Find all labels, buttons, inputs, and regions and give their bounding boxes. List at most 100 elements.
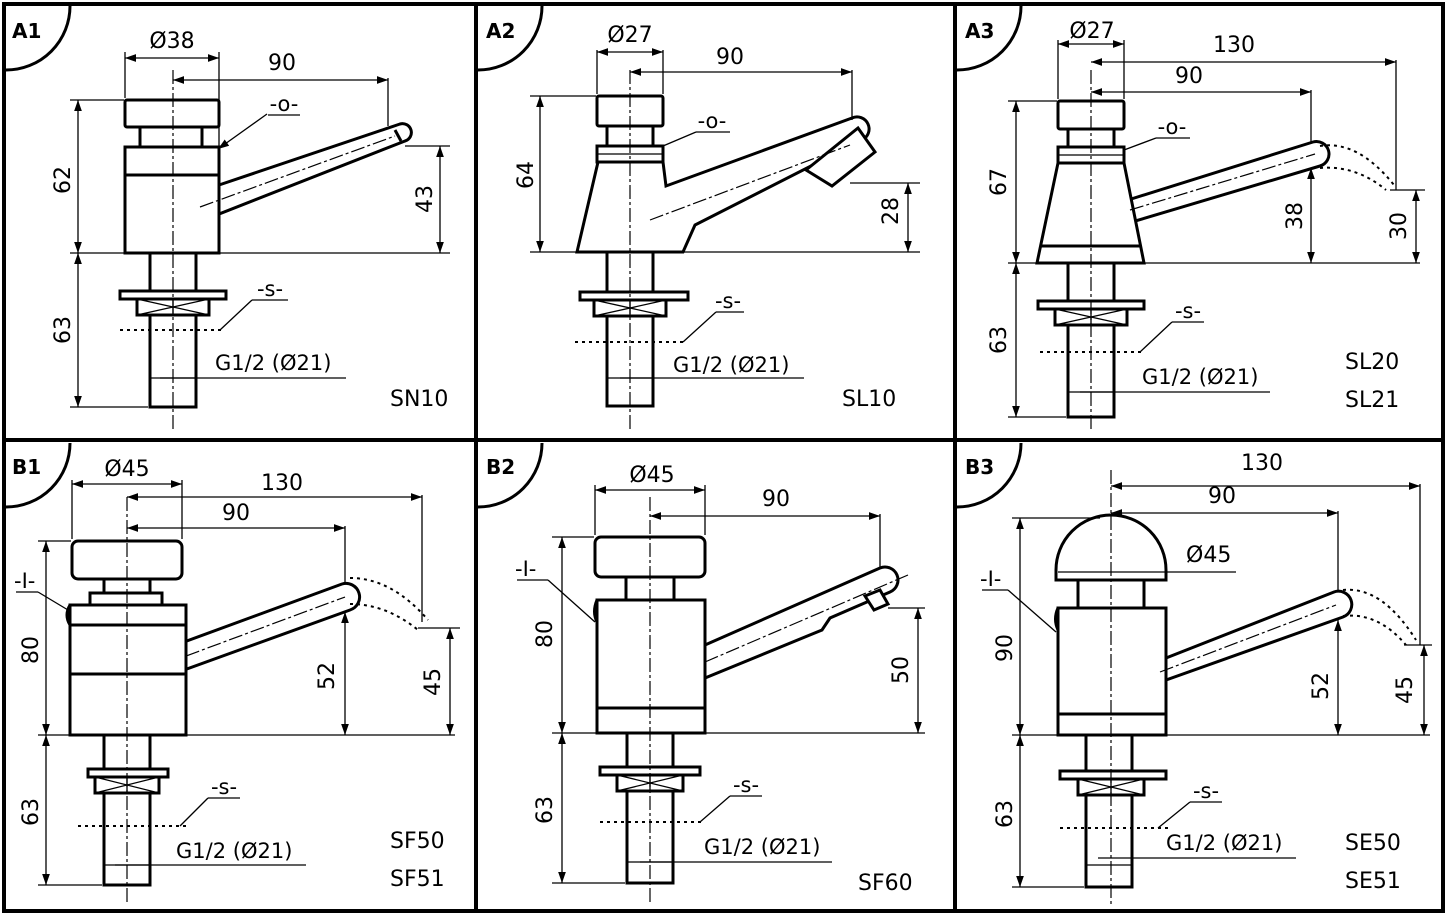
thread-spec: G1/2 (Ø21) bbox=[1166, 831, 1282, 855]
valve-body bbox=[123, 145, 221, 255]
body-groove bbox=[1054, 607, 1060, 631]
leader-line bbox=[219, 299, 253, 331]
panel-tag-arc bbox=[956, 5, 1023, 72]
spout bbox=[217, 122, 413, 217]
dim-tail: 63 bbox=[533, 796, 558, 824]
alt-spout-outline bbox=[1342, 588, 1417, 641]
panel-tag-arc bbox=[477, 442, 544, 509]
callout-seal: -s- bbox=[733, 773, 759, 797]
dim-alt-height: 45 bbox=[421, 668, 446, 696]
model-code: SE51 bbox=[1345, 869, 1401, 894]
thread-spec: G1/2 (Ø21) bbox=[1142, 365, 1258, 389]
leader-line bbox=[37, 591, 69, 611]
leader-line bbox=[179, 797, 209, 827]
panel-b3: B3 130 90 Ø45 90 52 45 bbox=[956, 442, 1432, 905]
body-groove bbox=[65, 604, 72, 626]
dim-tail: 63 bbox=[19, 798, 44, 826]
dim-reach: 90 bbox=[762, 487, 790, 512]
model-code: SF51 bbox=[390, 867, 445, 892]
spout-axis bbox=[1159, 604, 1337, 673]
panel-tag-arc bbox=[956, 442, 1023, 509]
spout-axis bbox=[185, 596, 346, 657]
dim-spout-height: 52 bbox=[1309, 672, 1334, 700]
model-code: SF50 bbox=[390, 829, 445, 854]
dim-diameter: Ø38 bbox=[149, 29, 194, 54]
threaded-tail bbox=[1084, 793, 1134, 889]
leader-line bbox=[699, 795, 731, 823]
spout-axis bbox=[649, 144, 851, 221]
thread-spec: G1/2 (Ø21) bbox=[176, 839, 292, 863]
alt-spout-outline bbox=[349, 577, 429, 621]
callout-seal: -s- bbox=[715, 289, 741, 313]
leader-line bbox=[217, 113, 268, 150]
shank bbox=[1084, 733, 1134, 773]
panel-tag: A1 bbox=[12, 19, 41, 43]
leader-line bbox=[1139, 321, 1173, 353]
dim-spout-height: 52 bbox=[315, 662, 340, 690]
spout bbox=[1126, 140, 1331, 224]
valve-body bbox=[595, 598, 707, 735]
body-groove bbox=[593, 599, 599, 623]
dim-diameter: Ø27 bbox=[1069, 19, 1114, 44]
model-code: SE50 bbox=[1345, 831, 1401, 856]
callout-seal: -s- bbox=[211, 775, 237, 799]
handle-stem bbox=[138, 125, 204, 149]
callout-seal: -s- bbox=[257, 277, 283, 301]
model-code: SF60 bbox=[858, 871, 913, 896]
spout-axis bbox=[704, 574, 909, 663]
dim-height: 62 bbox=[51, 166, 76, 194]
handle-knob bbox=[123, 98, 221, 129]
leader-line bbox=[547, 579, 596, 623]
dim-reach: 90 bbox=[222, 501, 250, 526]
thread-spec: G1/2 (Ø21) bbox=[215, 351, 331, 375]
dim-reach: 90 bbox=[268, 51, 296, 76]
dim-spout-height: 28 bbox=[879, 197, 904, 225]
spout-tip bbox=[393, 129, 403, 142]
callout-lever: -I- bbox=[515, 557, 536, 581]
panel-tag-arc bbox=[5, 442, 72, 509]
dim-diameter: Ø45 bbox=[629, 463, 674, 488]
panel-tag: B1 bbox=[12, 455, 41, 479]
dim-overall-reach: 130 bbox=[1241, 451, 1283, 476]
callout-seal: -s- bbox=[1193, 779, 1219, 803]
alt-spout-outline bbox=[1342, 614, 1407, 646]
dim-alt-height: 45 bbox=[1393, 676, 1418, 704]
panel-tag-arc bbox=[477, 5, 544, 72]
model-code: SN10 bbox=[390, 387, 448, 412]
spout bbox=[182, 581, 362, 673]
dim-tail: 63 bbox=[993, 800, 1018, 828]
panel-tag: B3 bbox=[965, 455, 994, 479]
collar bbox=[88, 591, 164, 607]
panel-tag: A2 bbox=[486, 19, 515, 43]
model-code: SL21 bbox=[1345, 388, 1399, 413]
dim-tail: 63 bbox=[51, 316, 76, 344]
dim-reach: 90 bbox=[1175, 64, 1203, 89]
dim-height: 64 bbox=[514, 161, 539, 189]
alt-spout-outline bbox=[349, 603, 419, 631]
aerator bbox=[803, 125, 878, 188]
dim-height: 67 bbox=[987, 168, 1012, 196]
panel-a2: A2 Ø27 90 64 28 -o- -s- bbox=[477, 5, 920, 432]
callout-valve: -o- bbox=[270, 92, 299, 116]
spout bbox=[703, 565, 900, 681]
dim-reach: 90 bbox=[716, 45, 744, 70]
spout-axis bbox=[1129, 153, 1316, 211]
spout-axis bbox=[199, 135, 396, 208]
alt-spout-outline bbox=[1319, 144, 1395, 186]
dim-alt-height: 30 bbox=[1387, 212, 1412, 240]
dim-height: 80 bbox=[533, 620, 558, 648]
leader-line bbox=[1007, 589, 1057, 633]
panel-b1: B1 Ø45 130 90 80 52 bbox=[5, 442, 460, 905]
dim-diameter: Ø45 bbox=[104, 457, 149, 482]
leader-line bbox=[662, 131, 697, 147]
dim-spout-height: 50 bbox=[889, 656, 914, 684]
panel-b2: B2 Ø45 90 80 50 63 -I- bbox=[477, 442, 925, 905]
dim-height: 80 bbox=[19, 636, 44, 664]
dim-reach: 90 bbox=[1208, 484, 1236, 509]
aerator bbox=[862, 588, 891, 612]
valve-body bbox=[1056, 606, 1168, 737]
alt-spout-outline bbox=[1319, 166, 1387, 191]
callout-lever: -I- bbox=[980, 567, 1001, 591]
